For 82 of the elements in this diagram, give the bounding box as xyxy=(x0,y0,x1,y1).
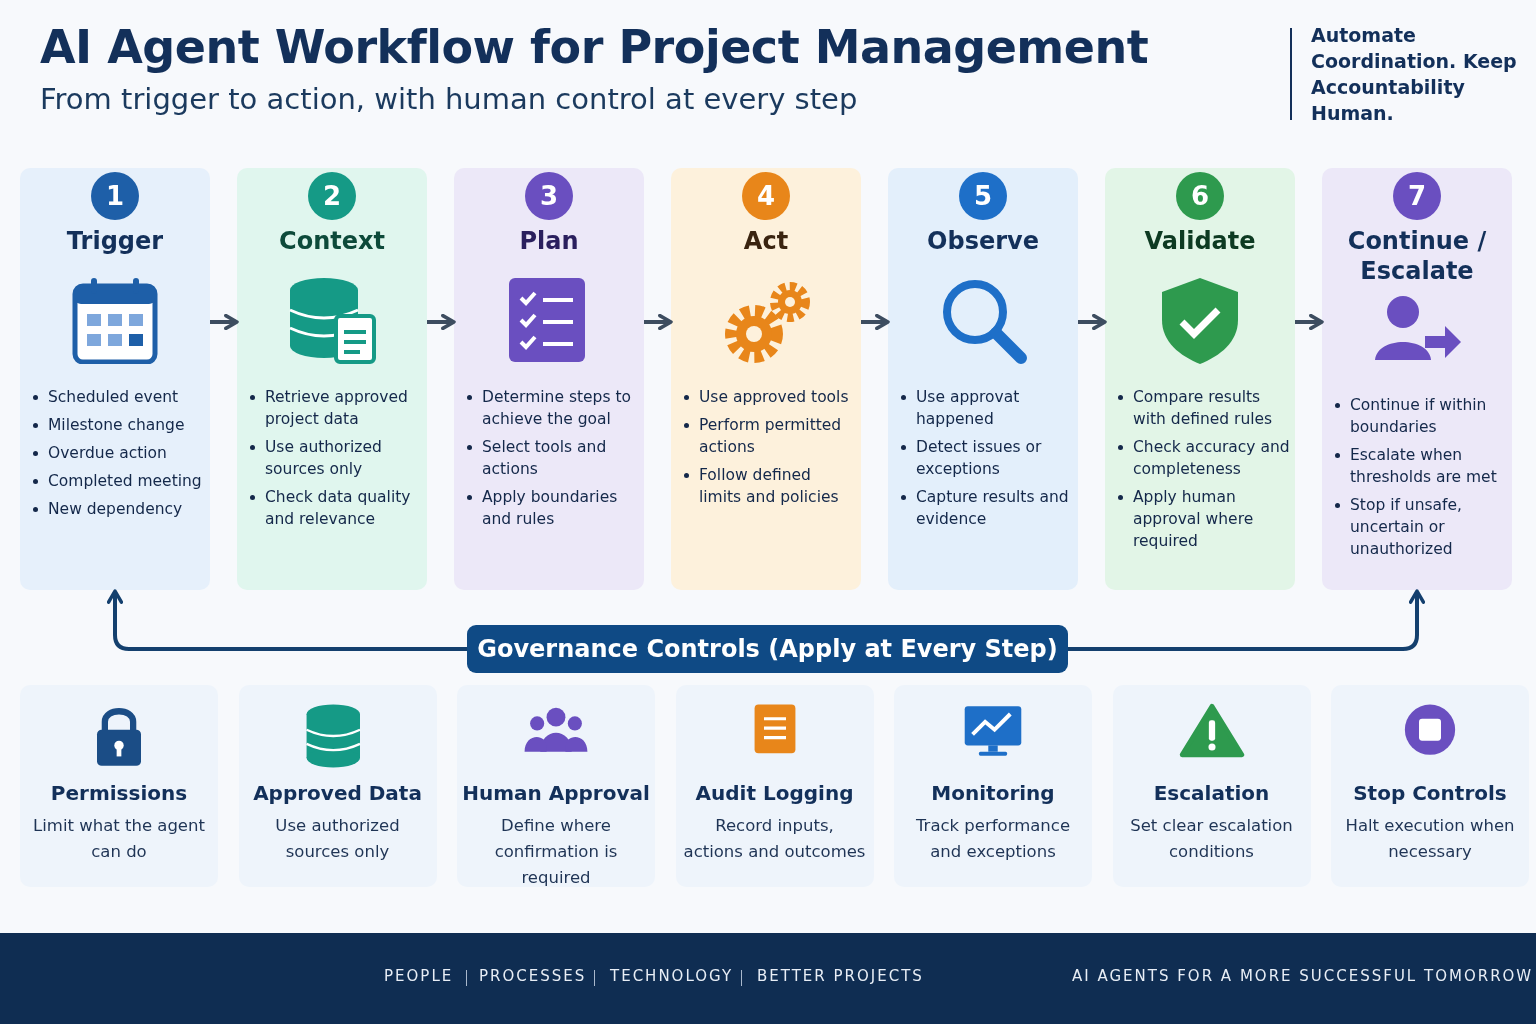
bullet-text: Select tools and actions xyxy=(482,438,607,478)
step-number: 5 xyxy=(959,172,1007,220)
control-description: Define where confirmation is required xyxy=(493,815,619,889)
control-title: Audit Logging xyxy=(694,781,855,805)
bullet-text: Use approvat happened xyxy=(916,388,1020,428)
tagline: Automate Coordination. Keep Accountability Human. xyxy=(1311,23,1518,126)
bullet-text: Apply boundaries and rules xyxy=(482,488,618,528)
step-card xyxy=(671,168,861,590)
control-title: Approved Data xyxy=(252,781,423,805)
title: AI Agent Workflow for Project Management xyxy=(40,20,1149,74)
bullet-text: Continue if within boundaries xyxy=(1350,396,1487,436)
control-title: Monitoring xyxy=(930,781,1056,805)
footer-word: PEOPLE xyxy=(384,967,454,985)
control-description: Record inputs, actions and outcomes xyxy=(683,815,866,863)
bullet-text: Stop if unsafe, uncertain or unauthorized xyxy=(1350,496,1462,558)
control-description: Limit what the agent can do xyxy=(32,815,206,863)
footer-word: PROCESSES xyxy=(479,967,587,985)
bullet-text: New dependency xyxy=(48,500,183,518)
step-number: 1 xyxy=(91,172,139,220)
arrow xyxy=(210,313,239,331)
arrow xyxy=(1295,313,1324,331)
bullet-text: Check accuracy and completeness xyxy=(1133,438,1290,478)
step-title: Validate xyxy=(1143,226,1257,256)
step-title: Observe xyxy=(926,226,1040,256)
bullet-text: Retrieve approved project data xyxy=(265,388,408,428)
step-number: 3 xyxy=(525,172,573,220)
bullet-text: Capture results and evidence xyxy=(916,488,1069,528)
arrow xyxy=(106,589,467,651)
step-card xyxy=(237,168,427,590)
bullet-text: Compare results with defined rules xyxy=(1133,388,1273,428)
bullet-text: Escalate when thresholds are met xyxy=(1350,446,1497,486)
step-title: Plan xyxy=(518,226,580,256)
control-title: Escalation xyxy=(1152,781,1271,805)
control-title: Stop Controls xyxy=(1352,781,1508,805)
footer-word: BETTER PROJECTS xyxy=(757,967,924,985)
step-number: 2 xyxy=(308,172,356,220)
arrow xyxy=(644,313,673,331)
bullet-text: Overdue action xyxy=(48,444,167,462)
bullet-text: Completed meeting xyxy=(48,472,202,490)
bullet-text: Check data quality and relevance xyxy=(265,488,411,528)
control-card xyxy=(20,685,218,887)
bullet-text: Follow defined limits and policies xyxy=(699,466,839,506)
step-title: Trigger xyxy=(65,226,165,256)
step-number: 7 xyxy=(1393,172,1441,220)
footer-word: TECHNOLOGY xyxy=(610,967,734,985)
step-card xyxy=(1322,168,1512,590)
control-card xyxy=(675,685,874,887)
bullet-text: Detect issues or exceptions xyxy=(916,438,1042,478)
bullet-text: Determine steps to achieve the goal xyxy=(482,388,631,428)
bullet-text: Milestone change xyxy=(48,416,185,434)
step-title: Context xyxy=(278,226,386,256)
step-card xyxy=(1105,168,1295,590)
step-card xyxy=(888,168,1078,590)
subtitle: From trigger to action, with human control at every step xyxy=(40,82,858,116)
bullet-text: Apply human approval where required xyxy=(1133,488,1254,550)
control-card xyxy=(1331,685,1529,887)
arrow xyxy=(1078,313,1107,331)
control-card xyxy=(894,685,1092,887)
step-number: 6 xyxy=(1176,172,1224,220)
governance-banner: Governance Controls (Apply at Every Step) xyxy=(467,625,1068,673)
step-title: Act xyxy=(742,226,790,256)
bullet-text: Use approved tools xyxy=(699,388,849,406)
control-description: Set clear escalation conditions xyxy=(1129,815,1294,863)
control-description: Use authorized sources only xyxy=(274,815,401,863)
control-card xyxy=(1112,685,1311,887)
arrow xyxy=(427,313,456,331)
arrow xyxy=(861,313,890,331)
step-number: 4 xyxy=(742,172,790,220)
step-title: Continue / Escalate xyxy=(1346,226,1488,286)
slogan: AI AGENTS FOR A MORE SUCCESSFUL TOMORROW xyxy=(1072,967,1534,985)
step-card xyxy=(454,168,644,590)
control-card xyxy=(238,685,437,887)
control-card xyxy=(457,685,655,887)
control-title: Permissions xyxy=(49,781,189,805)
control-description: Halt execution when necessary xyxy=(1344,815,1516,863)
bullet-text: Use authorized sources only xyxy=(265,438,382,478)
control-description: Track performance and exceptions xyxy=(914,815,1072,863)
arrow xyxy=(1068,589,1426,651)
bullet-text: Perform permitted actions xyxy=(699,416,842,456)
bullet-text: Scheduled event xyxy=(48,388,179,406)
control-title: Human Approval xyxy=(461,781,651,805)
step-card xyxy=(20,168,210,590)
